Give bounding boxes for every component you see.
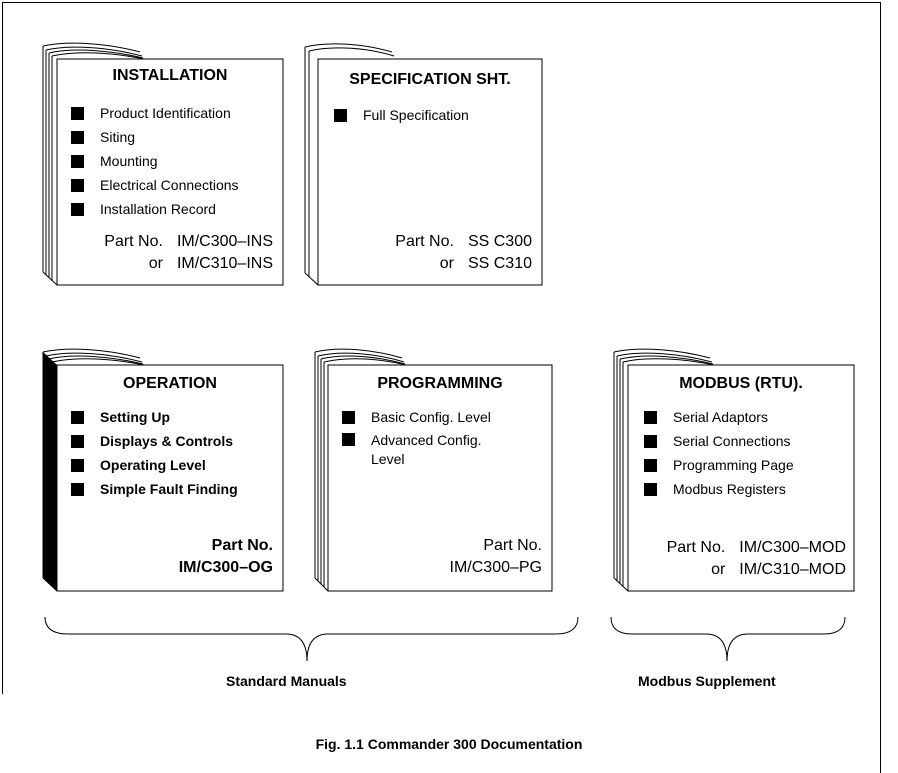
operation-manual: OPERATION Setting Up Displays & Controls… <box>57 365 283 591</box>
list-item: Electrical Connections <box>71 173 239 197</box>
specification-title: SPECIFICATION SHT. <box>349 71 511 88</box>
list-item: Setting Up <box>71 405 238 429</box>
figure-caption: Fig. 1.1 Commander 300 Documentation <box>315 736 583 752</box>
installation-contents: Product Identification Siting Mounting E… <box>71 101 239 221</box>
programming-book-outline <box>314 348 553 592</box>
installation-book-outline <box>42 42 284 286</box>
programming-manual: PROGRAMMING Basic Config. Level Advanced… <box>328 365 552 591</box>
bullet-square-icon <box>644 411 657 424</box>
bullet-square-icon <box>71 435 84 448</box>
installation-title: INSTALLATION <box>112 67 228 84</box>
specification-contents: Full Specification <box>334 103 469 127</box>
modbus-supplement-label: Modbus Supplement <box>638 673 776 689</box>
specification-sheet: SPECIFICATION SHT. Full Specification Pa… <box>318 59 542 285</box>
modbus-contents: Serial Adaptors Serial Connections Progr… <box>644 405 794 501</box>
list-item: Modbus Registers <box>644 477 794 501</box>
list-item: Mounting <box>71 149 239 173</box>
bullet-square-icon <box>71 411 84 424</box>
bullet-square-icon <box>71 107 84 120</box>
bullet-square-icon <box>71 459 84 472</box>
list-item: Serial Connections <box>644 429 794 453</box>
list-item: Advanced Config. Level <box>342 429 492 469</box>
list-item: Siting <box>71 125 239 149</box>
operation-spine <box>43 352 57 591</box>
modbus-title: MODBUS (RTU). <box>679 375 803 392</box>
operation-title: OPERATION <box>123 375 217 392</box>
list-item: Programming Page <box>644 453 794 477</box>
modbus-supplement-brace <box>610 616 846 662</box>
bullet-square-icon <box>334 109 347 122</box>
bullet-square-icon <box>71 131 84 144</box>
bullet-square-icon <box>644 459 657 472</box>
bullet-square-icon <box>342 433 355 446</box>
bullet-square-icon <box>71 203 84 216</box>
list-item: Serial Adaptors <box>644 405 794 429</box>
standard-manuals-brace <box>44 616 579 662</box>
list-item: Operating Level <box>71 453 238 477</box>
bullet-square-icon <box>644 435 657 448</box>
bullet-square-icon <box>71 483 84 496</box>
list-item: Installation Record <box>71 197 239 221</box>
list-item: Basic Config. Level <box>342 405 492 429</box>
standard-manuals-label: Standard Manuals <box>226 673 347 689</box>
list-item: Product Identification <box>71 101 239 125</box>
programming-contents: Basic Config. Level Advanced Config. Lev… <box>342 405 492 469</box>
operation-contents: Setting Up Displays & Controls Operating… <box>71 405 238 501</box>
programming-part-number: Part No. IM/C300–PG <box>449 537 542 576</box>
bullet-square-icon <box>342 411 355 424</box>
operation-part-number: Part No. IM/C300–OG <box>178 537 273 576</box>
installation-manual: INSTALLATION Product Identification Siti… <box>57 59 283 285</box>
list-item: Simple Fault Finding <box>71 477 238 501</box>
list-item: Full Specification <box>334 103 469 127</box>
bullet-square-icon <box>71 155 84 168</box>
specification-book-outline <box>304 43 543 286</box>
list-item: Displays & Controls <box>71 429 238 453</box>
bullet-square-icon <box>644 483 657 496</box>
modbus-manual: MODBUS (RTU). Serial Adaptors Serial Con… <box>628 365 854 591</box>
programming-title: PROGRAMMING <box>377 375 503 392</box>
bullet-square-icon <box>71 179 84 192</box>
modbus-book-outline <box>613 348 855 592</box>
